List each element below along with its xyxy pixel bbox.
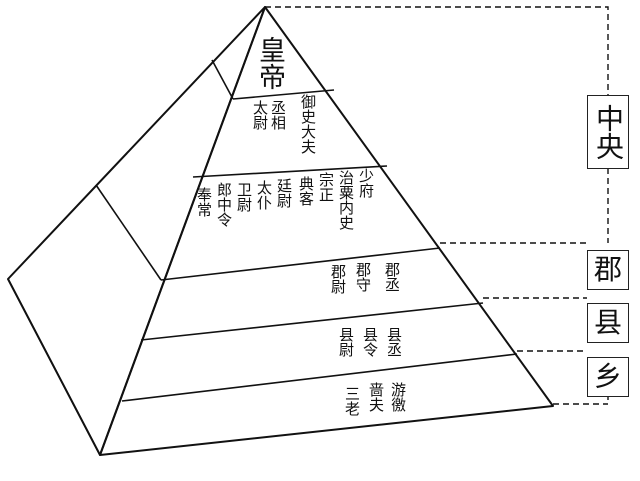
minister-fengchang: 奉常 bbox=[195, 187, 213, 217]
minister-taipu: 太仆 bbox=[255, 180, 273, 210]
official-chancellor: 丞相 bbox=[269, 100, 287, 130]
minister-tingwei: 廷尉 bbox=[275, 178, 293, 208]
tier-line-2 bbox=[192, 165, 388, 178]
commandery-cheng: 郡丞 bbox=[383, 262, 401, 292]
county-wei: 县尉 bbox=[337, 327, 355, 357]
minister-langzhongling: 郎中令 bbox=[215, 182, 233, 227]
minister-zhisuneishi: 治粟内史 bbox=[337, 170, 355, 230]
county-cheng: 县丞 bbox=[385, 327, 403, 357]
commandery-wei: 郡尉 bbox=[329, 264, 347, 294]
connector-central bbox=[265, 6, 609, 95]
township-sanlao: 三老 bbox=[343, 386, 361, 416]
pyramid-front-face bbox=[99, 6, 554, 456]
official-imperial-censor: 御史大夫 bbox=[299, 94, 317, 154]
side-label-county: 县 bbox=[587, 303, 629, 343]
minister-weiwei: 卫尉 bbox=[235, 182, 253, 212]
township-sefu: 啬夫 bbox=[367, 382, 385, 412]
minister-zongzheng: 宗正 bbox=[317, 172, 335, 202]
side-label-township: 乡 bbox=[587, 357, 629, 397]
tier-line-3 bbox=[160, 247, 441, 281]
tier-line-5 bbox=[121, 353, 518, 402]
official-grand-commandant: 太尉 bbox=[251, 100, 269, 130]
commandery-shou: 郡守 bbox=[354, 262, 372, 292]
emperor-label: 皇帝 bbox=[254, 36, 285, 90]
minister-dianke: 典客 bbox=[297, 176, 315, 206]
side-label-central: 中央 bbox=[587, 95, 629, 169]
township-youjiao: 游徼 bbox=[389, 382, 407, 412]
county-ling: 县令 bbox=[361, 327, 379, 357]
tier-line-1 bbox=[232, 89, 335, 100]
minister-shaofu: 少府 bbox=[357, 168, 375, 198]
side-label-commandery: 郡 bbox=[587, 250, 629, 290]
tier-line-4 bbox=[140, 302, 484, 341]
